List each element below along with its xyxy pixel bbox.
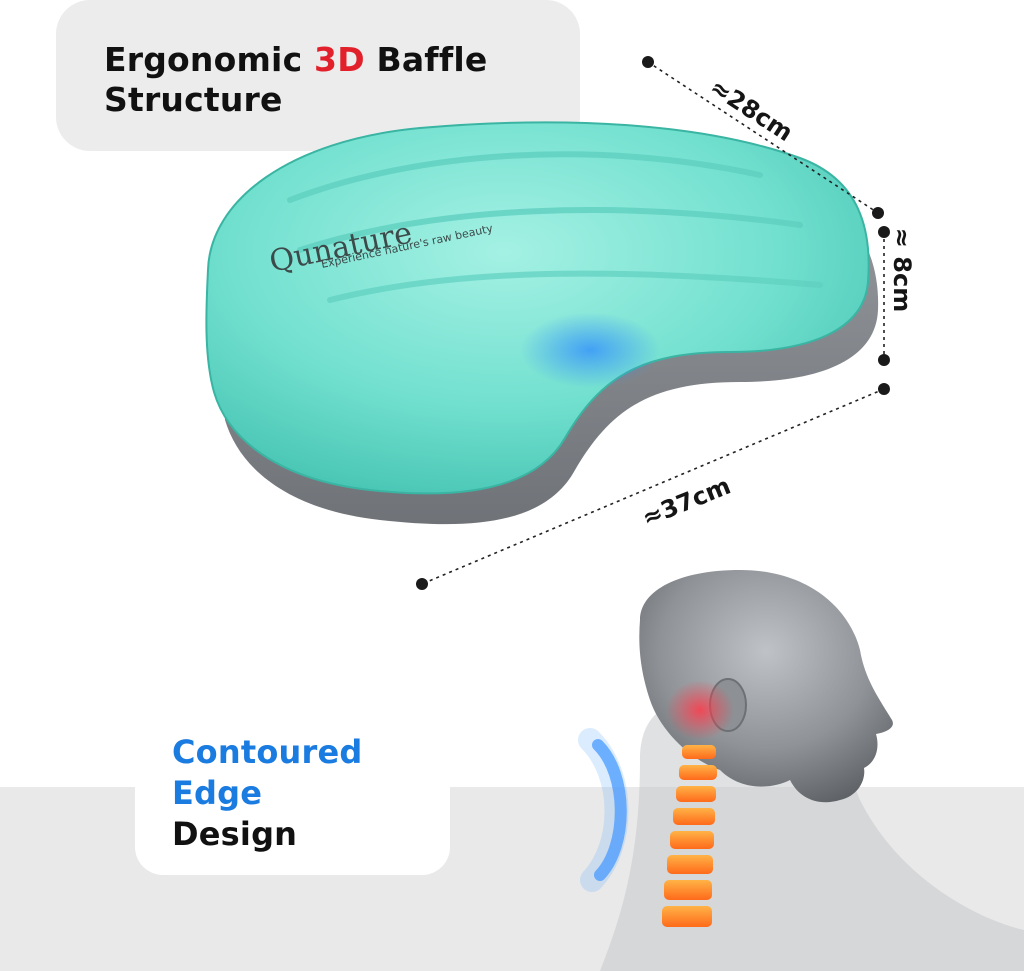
headline-bottom-line2: Edge xyxy=(172,774,263,812)
neck-support-arc xyxy=(592,739,627,881)
vertebra xyxy=(667,855,713,874)
headline-top: Ergonomic 3D Baffle Structure xyxy=(104,40,488,120)
headline-bottom: Contoured Edge Design xyxy=(172,732,363,855)
pillow-support-glow xyxy=(520,312,660,388)
vertebra xyxy=(676,786,716,802)
top-title-panel xyxy=(56,0,580,151)
spine xyxy=(662,745,717,927)
bottom-title-panel xyxy=(135,690,450,875)
baffle-ridge-1 xyxy=(287,151,763,203)
vertebra xyxy=(662,906,712,927)
vertebra xyxy=(664,880,712,900)
head-silhouette xyxy=(639,570,893,803)
dimension-width xyxy=(416,383,890,590)
head-neck-illustration xyxy=(578,570,1024,971)
dimension-depth-start-dot xyxy=(642,56,654,68)
vertebra xyxy=(670,831,714,849)
dimension-height-start-dot xyxy=(878,226,890,238)
vertebra xyxy=(673,808,715,825)
headline-bottom-line3: Design xyxy=(172,815,298,853)
baffle-ridge-2 xyxy=(297,207,803,253)
vertebra xyxy=(682,745,716,759)
headline-top-line2: Structure xyxy=(104,80,283,119)
neck-pain-glow xyxy=(666,680,734,740)
vertebra xyxy=(679,765,717,780)
dimension-width-end-dot xyxy=(416,578,428,590)
baffle-ridge-3 xyxy=(327,270,823,303)
dimension-height-end-dot xyxy=(878,354,890,366)
dimension-depth xyxy=(642,56,884,219)
dimension-depth-end-dot xyxy=(872,207,884,219)
dimension-height-label: ≈ 8cm xyxy=(888,227,917,313)
headline-top-part1: Ergonomic xyxy=(104,40,315,79)
pillow-top xyxy=(205,121,870,495)
neck-support-arc-glow xyxy=(578,728,629,892)
headline-top-highlight: 3D xyxy=(314,40,365,79)
headline-bottom-line1: Contoured xyxy=(172,733,363,771)
dimension-height xyxy=(878,226,890,366)
headline-top-line1: Ergonomic 3D Baffle xyxy=(104,40,488,80)
dimension-width-start-dot xyxy=(878,383,890,395)
headline-top-part2: Baffle xyxy=(364,40,488,79)
